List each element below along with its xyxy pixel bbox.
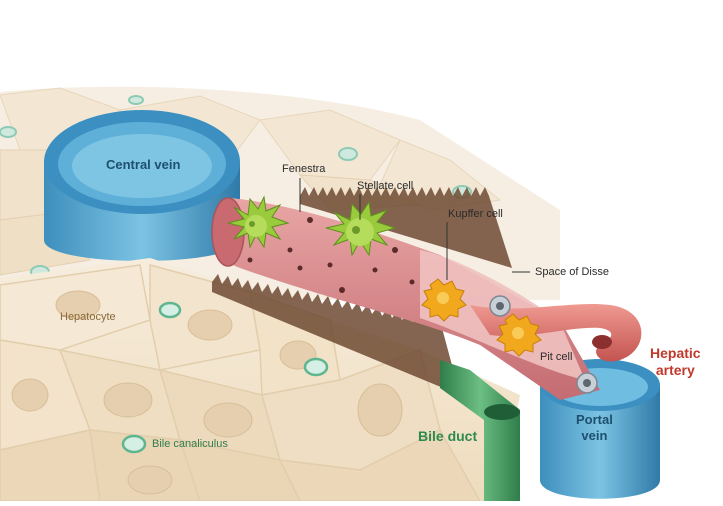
central-vein-label: Central vein: [106, 157, 181, 172]
leader-lines: [299, 178, 530, 280]
hepatocyte-label: Hepatocyte: [60, 311, 116, 323]
portal-vein-label-line1: Portal: [576, 412, 613, 427]
central-vein: [44, 110, 240, 261]
fenestrae-dots: [247, 217, 415, 293]
kupffer-cell-label: Kupffer cell: [448, 208, 503, 220]
kupffer-cell-1: [421, 278, 467, 322]
hepatic-artery-label: Hepatic artery: [650, 345, 701, 379]
pit-cell-label: Pit cell: [540, 351, 573, 363]
bile-canaliculus-label: Bile canaliculus: [152, 438, 228, 450]
stellate-cell-1: [227, 195, 290, 249]
bile-duct-label: Bile duct: [418, 428, 478, 444]
kupffer-cell-2: [496, 313, 542, 357]
stellate-cell-label: Stellate cell: [357, 180, 414, 192]
bile-canaliculus-rings: [121, 301, 329, 454]
pit-cells: [489, 295, 598, 394]
portal-vein-label: Portal vein: [576, 412, 613, 444]
portal-vein-label-line2: vein: [581, 428, 608, 443]
space-of-disse-label: Space of Disse: [535, 266, 609, 278]
hepatic-artery-label-line2: artery: [655, 362, 695, 378]
bile-duct: [440, 360, 520, 501]
space-of-disse-microvilli-lower: [212, 274, 460, 395]
hepatic-artery-label-line1: Hepatic: [650, 345, 701, 361]
fenestra-label: Fenestra: [282, 163, 326, 175]
stellate-cell-2: [325, 200, 397, 257]
